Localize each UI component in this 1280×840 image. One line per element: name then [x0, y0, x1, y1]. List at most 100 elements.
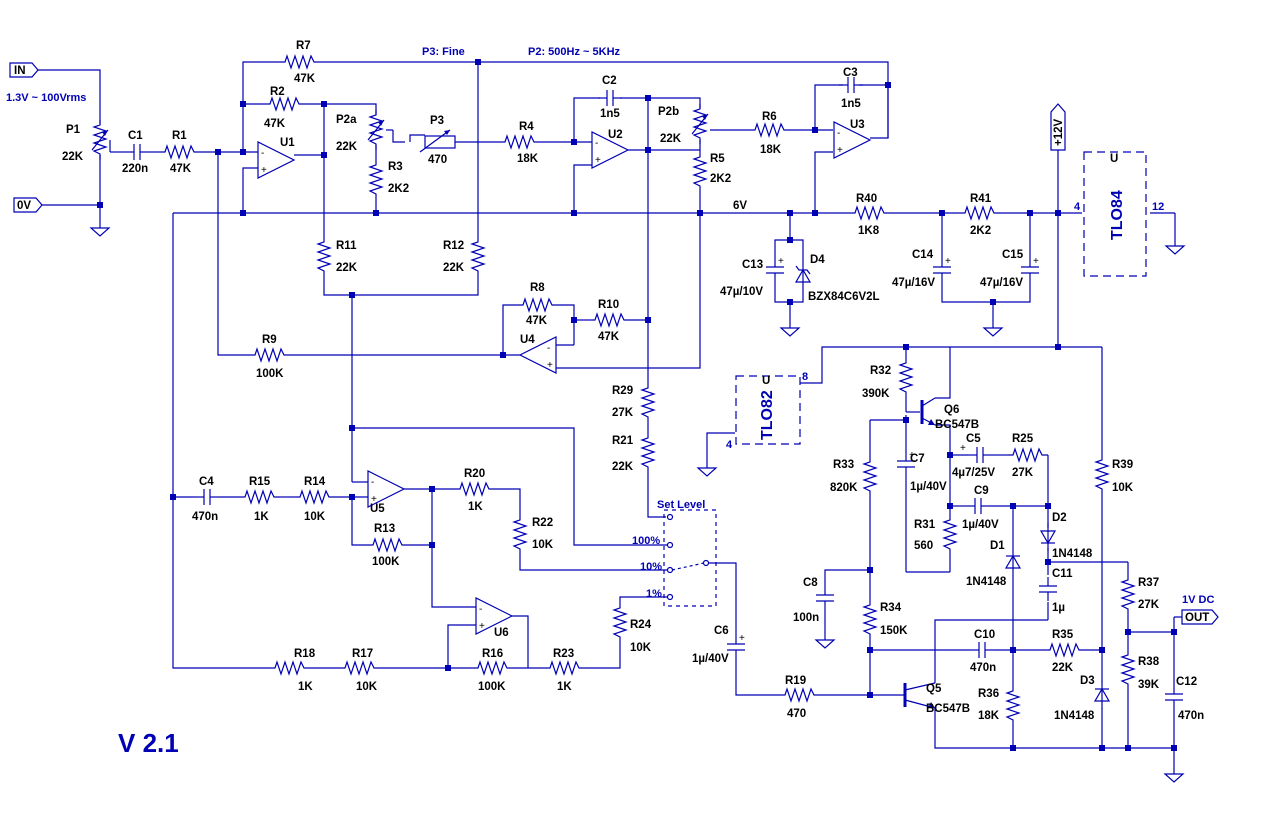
svg-text:4µ7/25V: 4µ7/25V — [952, 467, 995, 479]
svg-text:22K: 22K — [336, 141, 358, 153]
svg-text:1µ/40V: 1µ/40V — [692, 653, 729, 665]
svg-text:R13: R13 — [374, 523, 395, 535]
svg-text:18K: 18K — [978, 710, 1000, 722]
svg-text:10K: 10K — [356, 681, 378, 693]
wires — [38, 61, 1182, 766]
svg-text:47K: 47K — [264, 118, 286, 130]
svg-text:22K: 22K — [443, 262, 465, 274]
svg-text:1K: 1K — [557, 681, 572, 693]
capacitor-c7: C7 1µ/40V — [896, 449, 947, 493]
p2-range-label: P2: 500Hz ~ 5KHz — [528, 46, 621, 58]
resistor-r18: R18 1K — [269, 648, 316, 693]
svg-text:BC547B: BC547B — [926, 703, 970, 715]
resistor-r21: R21 22K — [612, 432, 655, 474]
ground-icon — [815, 631, 835, 649]
resistor-r9: R9 100K — [249, 334, 291, 380]
svg-text:C2: C2 — [602, 75, 617, 87]
svg-text:C4: C4 — [199, 476, 214, 488]
svg-text:C5: C5 — [966, 433, 981, 445]
svg-text:22K: 22K — [660, 133, 682, 145]
opamp-label: U1 — [280, 137, 295, 149]
svg-text:R6: R6 — [762, 111, 777, 123]
svg-text:47µ/16V: 47µ/16V — [892, 277, 935, 289]
resistor-r34: R34 150K — [863, 599, 908, 641]
svg-text:390K: 390K — [862, 388, 890, 400]
capacitor-c11: C11 1µ — [1038, 568, 1073, 614]
svg-text:10K: 10K — [1112, 482, 1134, 494]
svg-text:39K: 39K — [1138, 679, 1160, 691]
resistor-r20: R20 1K — [454, 468, 496, 513]
svg-text:R12: R12 — [443, 240, 464, 252]
svg-text:22K: 22K — [62, 151, 84, 163]
ic-name-label: TLO84 — [1109, 190, 1126, 240]
svg-text:R15: R15 — [249, 476, 271, 488]
resistor-r25: R25 27K — [1007, 433, 1049, 479]
svg-text:1N4148: 1N4148 — [1052, 548, 1093, 560]
resistor-r10: R10 47K — [589, 299, 631, 343]
svg-text:27K: 27K — [1012, 467, 1034, 479]
ground-symbols — [90, 219, 1185, 783]
ic-unit-label: U — [762, 375, 770, 387]
diode-d2: D2 1N4148 — [1040, 512, 1093, 560]
svg-text:R21: R21 — [612, 435, 634, 447]
svg-text:C3: C3 — [843, 67, 858, 79]
svg-text:R31: R31 — [914, 519, 936, 531]
rail-6v-label: 6V — [733, 200, 747, 212]
svg-text:R24: R24 — [630, 619, 652, 631]
svg-text:470n: 470n — [1178, 710, 1204, 722]
capacitor-c8: C8 100n — [793, 577, 835, 624]
svg-text:1K8: 1K8 — [858, 225, 880, 237]
ic-pin-label: 4 — [726, 439, 733, 451]
svg-text:R8: R8 — [530, 282, 545, 294]
zero-v-label: 0V — [17, 200, 31, 212]
svg-text:P1: P1 — [66, 124, 81, 136]
capacitor-c9: C9 1µ/40V — [962, 485, 999, 531]
ground-icon — [983, 319, 1003, 337]
svg-text:1µ: 1µ — [1052, 602, 1065, 614]
svg-text:47µ/16V: 47µ/16V — [980, 277, 1023, 289]
svg-text:R23: R23 — [553, 648, 574, 660]
p3-fine-label: P3: Fine — [422, 46, 465, 58]
capacitor-c3: C3 1n5 — [838, 67, 864, 110]
potentiometer-p2b: P2b 22K — [658, 103, 709, 145]
svg-text:C7: C7 — [910, 453, 925, 465]
opamp-label: U5 — [370, 503, 385, 515]
opamp-label: U2 — [608, 129, 623, 141]
svg-text:P3: P3 — [430, 115, 444, 127]
opamp-label: U3 — [850, 119, 865, 131]
plus12v-connector: +12V — [1050, 103, 1066, 151]
svg-text:220n: 220n — [122, 163, 148, 175]
svg-text:+: + — [960, 443, 966, 454]
switch-10-label: 10% — [640, 561, 662, 573]
resistor-r32: R32 390K — [862, 357, 913, 400]
capacitor-c14: C14 47µ/16V — [892, 249, 952, 289]
svg-text:R4: R4 — [519, 121, 534, 133]
svg-text:R16: R16 — [482, 648, 503, 660]
svg-text:1K: 1K — [298, 681, 313, 693]
svg-text:C9: C9 — [974, 485, 989, 497]
svg-text:D2: D2 — [1052, 512, 1067, 524]
svg-text:470: 470 — [428, 154, 447, 166]
svg-text:100K: 100K — [478, 681, 506, 693]
svg-text:R3: R3 — [388, 161, 403, 173]
svg-text:C10: C10 — [974, 629, 995, 641]
svg-text:D4: D4 — [810, 254, 825, 266]
annotations: 1.3V ~ 100Vrms P3: Fine P2: 500Hz ~ 5KHz… — [6, 46, 1214, 758]
svg-text:100n: 100n — [793, 612, 819, 624]
svg-text:C1: C1 — [128, 130, 143, 142]
svg-text:R36: R36 — [978, 688, 999, 700]
svg-text:27K: 27K — [612, 407, 634, 419]
svg-text:R38: R38 — [1138, 656, 1160, 668]
resistor-r12: R12 22K — [443, 236, 485, 278]
svg-text:27K: 27K — [1138, 599, 1160, 611]
out-dc-label: 1V DC — [1182, 594, 1214, 606]
opamp-u5-icon — [367, 470, 405, 508]
ic-pin-label: 12 — [1152, 201, 1164, 213]
capacitor-c1: C1 220n — [122, 130, 150, 175]
resistor-r7: R7 47K — [279, 40, 321, 85]
potentiometer-p3: P3 470 — [419, 115, 456, 166]
svg-text:D3: D3 — [1080, 675, 1095, 687]
svg-text:C11: C11 — [1052, 568, 1073, 580]
svg-text:R22: R22 — [532, 517, 553, 529]
